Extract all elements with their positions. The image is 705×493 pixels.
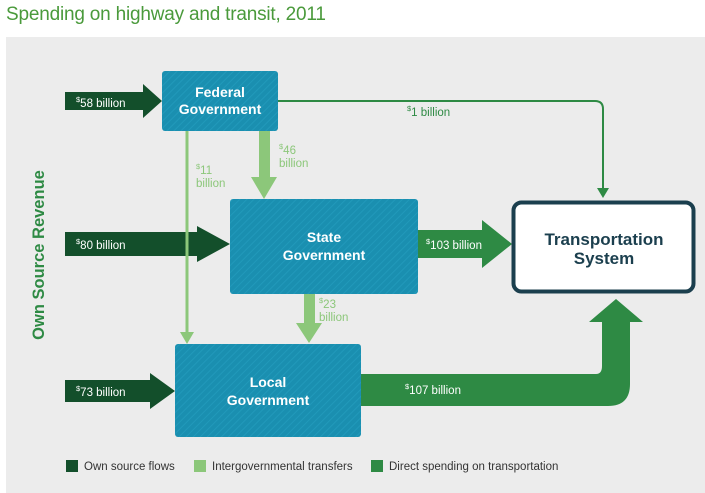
currency-symbol: $	[405, 382, 410, 391]
legend-swatch-direct	[371, 460, 383, 472]
own-source-label-federal: $58 billion	[76, 95, 126, 110]
legend-swatch-own-source	[66, 460, 78, 472]
currency-symbol: $	[76, 95, 81, 104]
transportation-system-node: Transportation System	[511, 200, 696, 294]
amount-text: 11	[200, 165, 212, 177]
amount-text: 103 billion	[430, 240, 482, 252]
currency-symbol: $	[196, 162, 201, 171]
own-source-arrow-state	[65, 226, 230, 262]
flow-label-federal-state: $46	[279, 142, 296, 157]
node-label-line: Government	[283, 247, 366, 263]
node-label-line: Government	[227, 392, 310, 408]
flow-arrow-state-transport	[418, 220, 512, 268]
node-label-line: Transportation	[544, 230, 663, 249]
node-label-line: Federal	[195, 84, 245, 100]
flow-label-local-transport: $107 billion	[405, 382, 461, 397]
flow-unit-federal-state: billion	[279, 158, 308, 170]
own-source-arrow-federal	[65, 84, 162, 118]
node-label-line: Government	[179, 101, 262, 117]
own-source-arrow-local	[65, 373, 175, 409]
node-label-line: Local	[250, 374, 287, 390]
flow-label-state-transport: $103 billion	[426, 237, 482, 252]
amount-text: 107 billion	[409, 385, 461, 397]
amount-text: 73 billion	[80, 387, 125, 399]
flow-arrowhead-federal-local	[180, 332, 194, 344]
own-source-label-local: $73 billion	[76, 384, 126, 399]
flow-arrow-local-transport	[358, 299, 643, 406]
currency-symbol: $	[426, 237, 431, 246]
amount-text: 23	[323, 299, 336, 311]
flow-arrowhead-federal-transport	[597, 188, 609, 198]
legend-swatch-intergovernmental	[194, 460, 206, 472]
legend-label-own-source: Own source flows	[84, 461, 175, 473]
flow-arrow-federal-state	[251, 131, 277, 199]
node-label-line: State	[307, 229, 341, 245]
page-title: Spending on highway and transit, 2011	[6, 4, 326, 25]
state-government-node: State Government	[230, 199, 418, 294]
legend-label-intergovernmental: Intergovernmental transfers	[212, 461, 353, 473]
amount-text: 1 billion	[411, 107, 450, 119]
flow-unit-state-local: billion	[319, 312, 348, 324]
flow-arrow-state-local	[296, 294, 322, 343]
currency-symbol: $	[407, 104, 412, 113]
flow-unit-federal-local: billion	[196, 178, 225, 190]
flow-label-state-local: $23	[319, 296, 336, 311]
amount-text: 80 billion	[80, 240, 125, 252]
own-source-label-state: $80 billion	[76, 237, 126, 252]
legend-label-direct: Direct spending on transportation	[389, 461, 558, 473]
legend: Own source flows Intergovernmental trans…	[66, 460, 558, 473]
flow-label-federal-local: $11	[196, 162, 212, 177]
flow-line-federal-transport	[278, 100, 604, 190]
currency-symbol: $	[76, 237, 81, 246]
amount-text: 58 billion	[80, 98, 125, 110]
currency-symbol: $	[76, 384, 81, 393]
local-government-node: Local Government	[175, 344, 361, 437]
currency-symbol: $	[319, 296, 324, 305]
currency-symbol: $	[279, 142, 284, 151]
flow-label-federal-transport: $1 billion	[407, 104, 450, 119]
federal-government-node: Federal Government	[162, 71, 278, 131]
amount-text: 46	[283, 145, 296, 157]
side-label: Own Source Revenue	[30, 170, 48, 340]
node-label-line: System	[574, 249, 634, 268]
